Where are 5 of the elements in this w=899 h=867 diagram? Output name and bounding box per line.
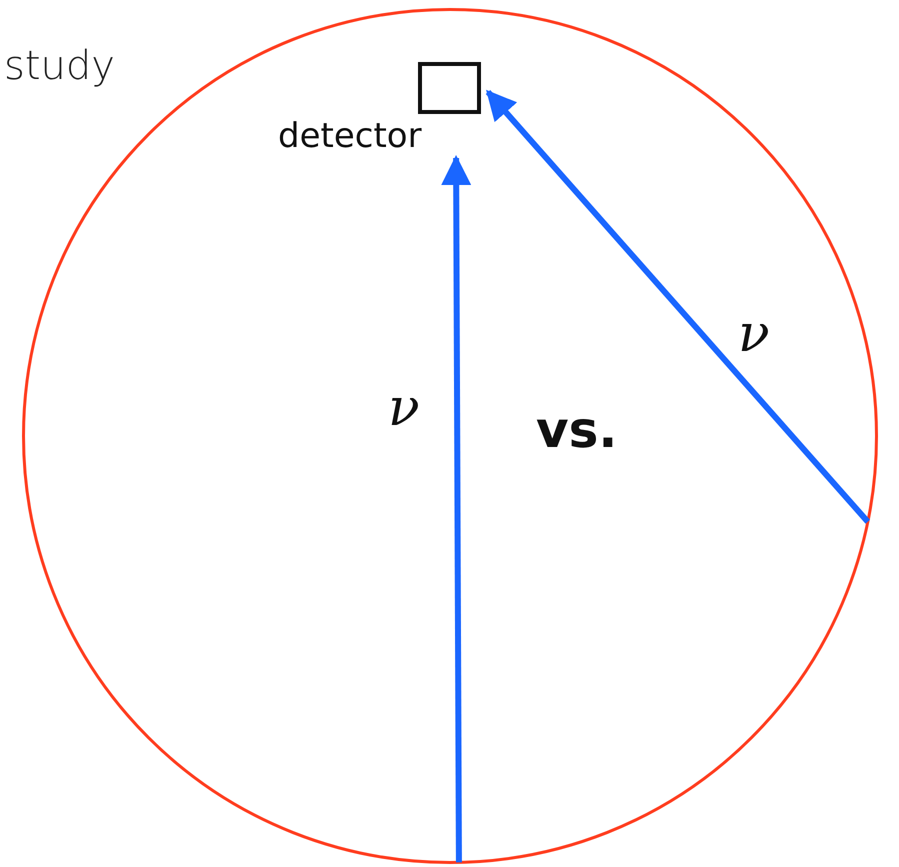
detector-label: detector xyxy=(278,116,422,156)
arrow xyxy=(441,155,472,862)
heading-text: study xyxy=(4,42,115,90)
comparison-text: vs. xyxy=(536,400,618,460)
arrow xyxy=(486,90,870,524)
